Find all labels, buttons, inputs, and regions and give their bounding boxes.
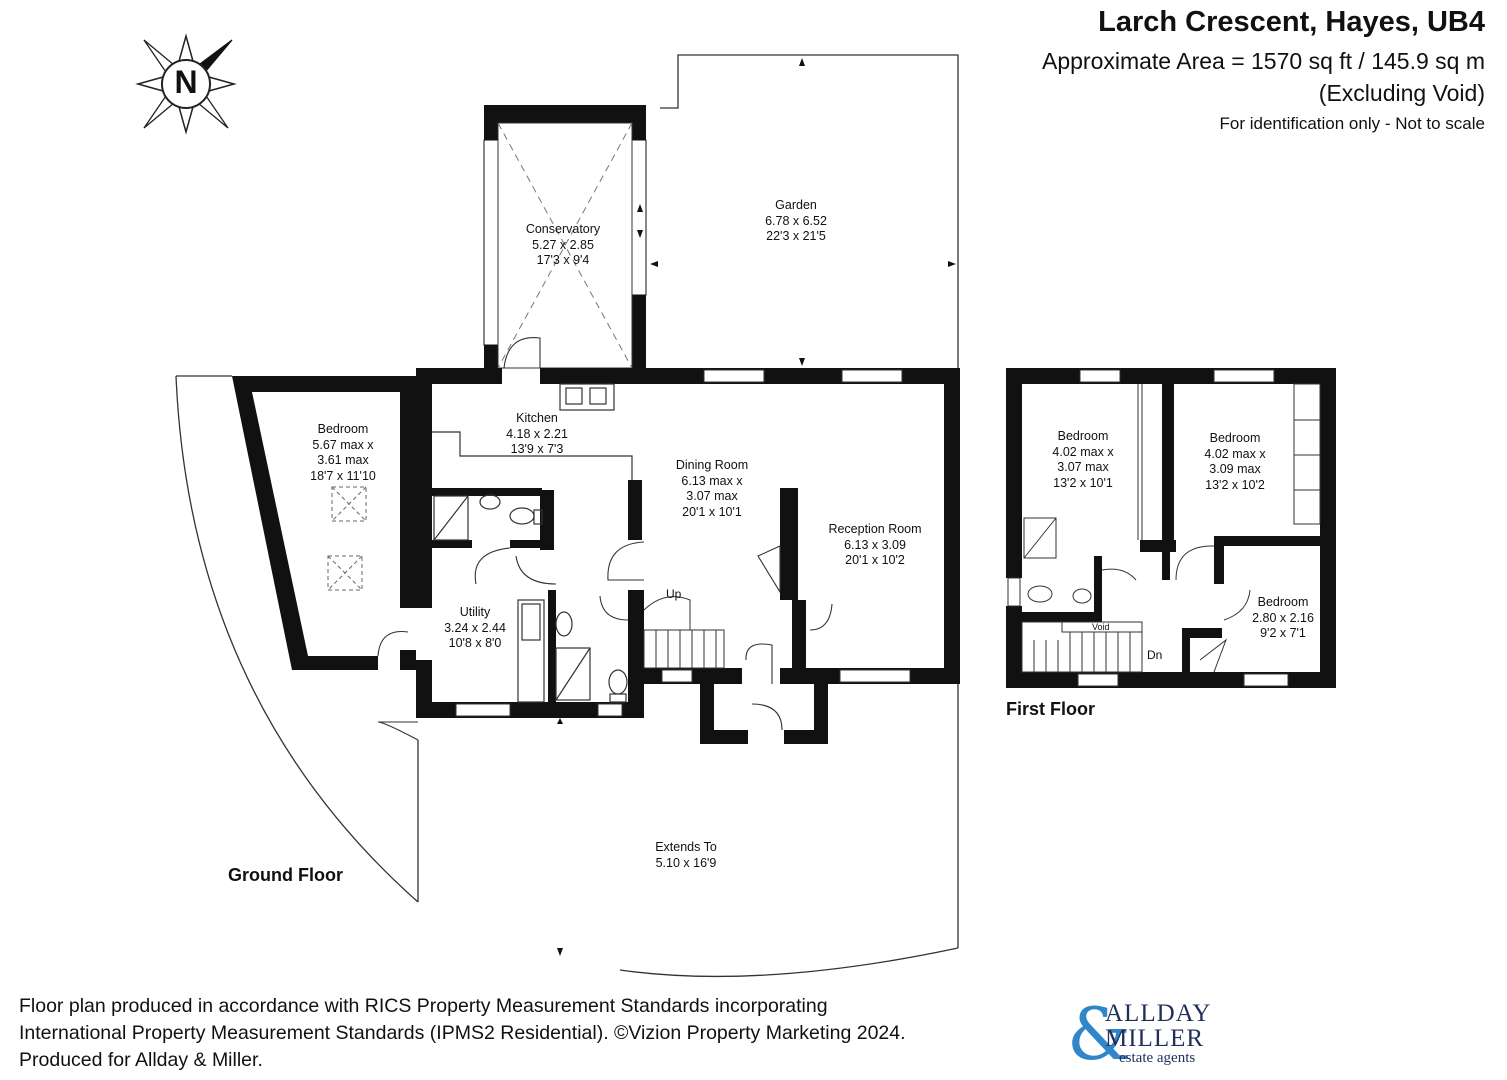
room-metric: 2.80 x 2.16 (1252, 610, 1314, 625)
logo-line-2: MILLER (1105, 1025, 1205, 1052)
footer-line: Produced for Allday & Miller. (19, 1049, 263, 1071)
room-metric: 3.07 max (1057, 460, 1109, 474)
room-metric: 6.13 max x (681, 473, 743, 488)
room-metric: 3.09 max (1209, 462, 1261, 476)
footer-line: Floor plan produced in accordance with R… (19, 995, 828, 1017)
room-metric: 3.61 max (317, 453, 369, 467)
room-imperial: 13'9 x 7'3 (510, 442, 564, 456)
room-label-garden: Garden 6.78 x 6.52 22'3 x 21'5 (765, 198, 827, 245)
room-imperial: 20'1 x 10'1 (682, 504, 742, 519)
room-imperial: 22'3 x 21'5 (766, 229, 826, 243)
bathroom-fixtures (433, 494, 628, 703)
room-label-extends-to: Extends To 5.10 x 16'9 (655, 840, 717, 871)
room-name: Extends To (655, 840, 717, 854)
excluding-void-note: (Excluding Void) (1318, 80, 1485, 106)
room-imperial: 13'2 x 10'1 (1053, 475, 1113, 490)
room-label-first-bedroom-3: Bedroom 2.80 x 2.16 9'2 x 7'1 (1252, 595, 1314, 642)
room-metric: 4.18 x 2.21 (506, 426, 568, 441)
room-metric: 5.27 x 2.85 (532, 237, 594, 252)
footer-disclaimer: Floor plan produced in accordance with R… (19, 993, 906, 1074)
room-label-ground-bedroom: Bedroom 5.67 max x 3.61 max 18'7 x 11'10 (310, 422, 376, 484)
room-label-conservatory: Conservatory 5.27 x 2.85 17'3 x 9'4 (526, 222, 600, 269)
room-label-dining-room: Dining Room 6.13 max x 3.07 max 20'1 x 1… (676, 458, 748, 520)
stairs-up-label: Up (666, 587, 682, 601)
room-metric: 3.07 max (686, 489, 738, 503)
identification-note: For identification only - Not to scale (1219, 114, 1485, 133)
room-name: Conservatory (525, 222, 601, 236)
room-name: Bedroom (1257, 595, 1309, 609)
room-metric: 3.24 x 2.44 (444, 620, 506, 635)
room-name: Kitchen (516, 411, 558, 425)
door-swings (377, 337, 833, 741)
ground-bedroom-walls (232, 376, 416, 670)
room-name: Bedroom (1057, 429, 1109, 443)
stairs-down-label: Dn (1147, 648, 1163, 662)
first-floor-title: First Floor (1006, 699, 1095, 719)
room-imperial: 18'7 x 11'10 (310, 468, 376, 483)
logo-line-1: ALLDAY (1105, 1000, 1212, 1027)
first-floor-details (1007, 369, 1321, 687)
room-label-reception-room: Reception Room 6.13 x 3.09 20'1 x 10'2 (828, 522, 921, 569)
approximate-area: Approximate Area = 1570 sq ft / 145.9 sq… (1041, 48, 1485, 74)
room-metric: 5.67 max x (312, 437, 374, 452)
room-label-first-bedroom-1: Bedroom 4.02 max x 3.07 max 13'2 x 10'1 (1052, 429, 1113, 491)
room-metric: 4.02 max x (1204, 446, 1266, 461)
room-imperial: 20'1 x 10'2 (845, 553, 905, 567)
room-imperial: 10'8 x 8'0 (448, 636, 502, 650)
property-title: Larch Crescent, Hayes, UB4 (1098, 6, 1485, 38)
windows (455, 369, 911, 717)
room-name: Dining Room (675, 458, 749, 472)
skylights (327, 486, 367, 591)
garden-outline (175, 54, 959, 978)
room-imperial: 17'3 x 9'4 (536, 253, 590, 267)
room-imperial: 13'2 x 10'2 (1205, 477, 1265, 492)
footer-line: International Property Measurement Stand… (19, 1022, 906, 1044)
room-name: Bedroom (1209, 431, 1261, 445)
stairs-ground (643, 596, 725, 669)
room-name: Utility (459, 605, 491, 619)
porch (700, 684, 828, 744)
north-compass-icon (135, 33, 237, 135)
room-metric: 4.02 max x (1052, 444, 1114, 459)
kitchen-counters (432, 383, 633, 480)
void-label: Void (1092, 622, 1110, 632)
room-metric: 5.10 x 16'9 (655, 855, 717, 870)
room-metric: 6.78 x 6.52 (765, 213, 827, 228)
room-name: Bedroom (317, 422, 369, 436)
ground-floor-title: Ground Floor (228, 865, 343, 885)
logo-ampersand: & (1067, 992, 1132, 1076)
room-label-kitchen: Kitchen 4.18 x 2.21 13'9 x 7'3 (506, 411, 568, 458)
room-name: Garden (775, 198, 817, 212)
room-imperial: 9'2 x 7'1 (1260, 626, 1306, 640)
room-name: Reception Room (828, 522, 922, 536)
room-label-first-bedroom-2: Bedroom 4.02 max x 3.09 max 13'2 x 10'2 (1204, 431, 1265, 493)
compass-letter: N (174, 64, 198, 100)
allday-miller-logo: & ALLDAY MILLER estate agents (1067, 994, 1247, 1074)
logo-tagline: estate agents (1119, 1050, 1196, 1066)
room-metric: 6.13 x 3.09 (844, 537, 906, 552)
room-label-utility: Utility 3.24 x 2.44 10'8 x 8'0 (444, 605, 506, 652)
garden-markers (557, 58, 956, 956)
